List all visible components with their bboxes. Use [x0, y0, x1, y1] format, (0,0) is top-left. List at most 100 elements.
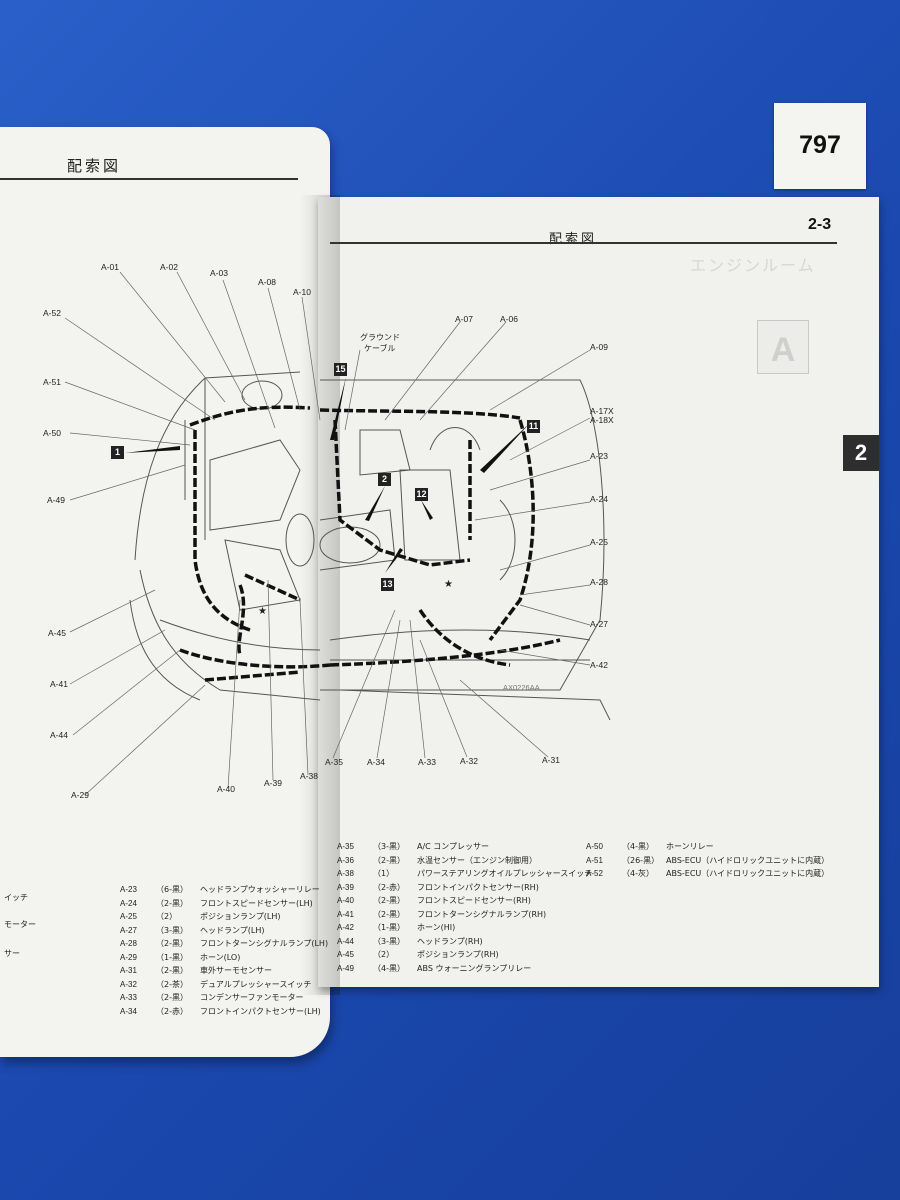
bleed-through-box: A — [757, 320, 809, 374]
legend-row: A-24（2-黒）フロントスピードセンサー(LH) — [118, 897, 330, 911]
number-sticker: 797 — [774, 103, 866, 189]
star-marker-left: ★ — [258, 606, 267, 617]
legend-id: A-28 — [120, 939, 137, 949]
left-page — [0, 127, 330, 1057]
legend-id: A-51 — [586, 855, 603, 865]
sticker-number: 797 — [799, 131, 841, 159]
legend-name: ヘッドランプウォッシャーリレー — [200, 885, 320, 895]
diagram-tag-1: 1 — [111, 446, 124, 459]
callout-a02: A-02 — [160, 262, 178, 272]
diagram-code: AX0226AA — [503, 683, 540, 692]
legend-row: A-31 （2-黒） 車外サーモセンサー — [118, 964, 330, 978]
legend-name: ホーン(LO) — [200, 952, 241, 962]
legend-spec: （26-黒） — [622, 855, 660, 865]
legend-spec: （2-赤） — [156, 1006, 188, 1016]
ground-cable-label-2: ケーブル — [364, 344, 396, 353]
legend-name: 車外サーモセンサー — [200, 966, 272, 976]
callout-a08: A-08 — [258, 277, 276, 287]
legend-id: A-32 — [120, 979, 137, 989]
legend-spec: （3-黒） — [373, 936, 405, 946]
legend-name: フロントターンシグナルランプ(RH) — [417, 909, 547, 919]
legend-spec: （4-黒） — [622, 842, 654, 852]
legend-id: A-36 — [337, 855, 354, 865]
legend-spec: （3-黒） — [156, 925, 188, 935]
callout-a50: A-50 — [43, 428, 61, 438]
legend-row: A-33（2-黒）コンデンサーファンモーター — [118, 991, 330, 1005]
bleed-through-text: エンジンルーム — [690, 256, 816, 275]
callout-a01: A-01 — [101, 262, 119, 272]
callout-a40: A-40 — [217, 784, 235, 794]
right-page-number: 2-3 — [808, 216, 832, 233]
left-fragment-1: イッチ — [4, 893, 28, 902]
legend-name: ポジションランプ(RH) — [417, 950, 499, 960]
callout-a17x: A-17X — [590, 406, 614, 416]
legend-id: A-29 — [120, 952, 137, 962]
legend-row: A-36（2-黒）水温センサー（エンジン制御用） — [335, 854, 594, 868]
callout-a35: A-35 — [325, 757, 343, 767]
legend-name: ホーン(HI) — [417, 923, 456, 933]
callout-a34: A-34 — [367, 757, 385, 767]
callout-a49: A-49 — [47, 495, 65, 505]
legend-row: A-40（2-黒）フロントスピードセンサー(RH) — [335, 894, 594, 908]
legend-id: A-50 — [586, 842, 603, 852]
legend-row: A-52（4-灰）ABS-ECU（ハイドロリックユニットに内蔵） — [584, 867, 831, 881]
callout-a42: A-42 — [590, 660, 608, 670]
callout-a39: A-39 — [264, 778, 282, 788]
legend-name: ヘッドランプ(RH) — [417, 936, 483, 946]
legend-id: A-42 — [337, 923, 354, 933]
legend-spec: （1-黒） — [156, 952, 188, 962]
legend-row: A-42 （1-黒） ホーン(HI) — [335, 921, 594, 935]
legend-spec: （2-黒） — [156, 898, 188, 908]
legend-name: ホーンリレー — [666, 842, 714, 852]
legend-id: A-41 — [337, 909, 354, 919]
left-fragment-3: サー — [4, 949, 20, 958]
legend-row: A-41 （2-黒） フロントターンシグナルランプ(RH) — [335, 908, 594, 922]
legend-spec: （2-黒） — [156, 939, 188, 949]
legend-name: フロントターンシグナルランプ(LH) — [200, 939, 329, 949]
callout-a18x: A-18X — [590, 415, 614, 425]
callout-a23: A-23 — [590, 451, 608, 461]
callout-a51: A-51 — [43, 377, 61, 387]
legend-id: A-33 — [120, 993, 137, 1003]
callout-a09: A-09 — [590, 342, 608, 352]
legend-id: A-31 — [120, 966, 137, 976]
legend-row: A-27（3-黒）ヘッドランプ(LH) — [118, 924, 330, 938]
legend-name: ポジションランプ(LH) — [200, 912, 281, 922]
callout-a06: A-06 — [500, 314, 518, 324]
legend-name: パワーステアリングオイルプレッシャースイッチ — [417, 869, 593, 879]
legend-name: ABS-ECU（ハイドロリックユニットに内蔵） — [666, 869, 830, 879]
callout-a33: A-33 — [418, 757, 436, 767]
diagram-tag-2: 2 — [378, 473, 391, 486]
legend-row: A-34（2-赤）フロントインパクトセンサー(LH) — [118, 1005, 330, 1019]
legend-spec: （2） — [373, 950, 395, 960]
legend-row: A-44 （3-黒） ヘッドランプ(RH) — [335, 935, 594, 949]
legend-spec: （1） — [373, 869, 395, 879]
legend-id: A-40 — [337, 896, 354, 906]
section-tab: 2 — [843, 435, 879, 471]
diagram-tag-11: 11 — [527, 420, 540, 433]
legend-spec: （2-赤） — [373, 882, 405, 892]
legend-row: A-32（2-茶）デュアルプレッシャースイッチ — [118, 978, 330, 992]
legend-id: A-44 — [337, 936, 354, 946]
callout-a24: A-24 — [590, 494, 608, 504]
right-header-rule — [330, 242, 837, 244]
callout-a31: A-31 — [542, 755, 560, 765]
legend-id: A-49 — [337, 963, 354, 973]
legend-spec: （2-黒） — [156, 966, 188, 976]
legend-row: A-23（6-黒）ヘッドランプウォッシャーリレー — [118, 883, 330, 897]
legend-name: ABS-ECU（ハイドロリックユニットに内蔵） — [666, 855, 830, 865]
callout-a29: A-29 — [71, 790, 89, 800]
legend-row: A-39（2-赤）フロントインパクトセンサー(RH) — [335, 881, 594, 895]
legend-id: A-38 — [337, 869, 354, 879]
callout-a41: A-41 — [50, 679, 68, 689]
legend-spec: （2-黒） — [373, 896, 405, 906]
legend-name: デュアルプレッシャースイッチ — [200, 979, 312, 989]
legend-spec: （4-灰） — [622, 869, 654, 879]
legend-spec: （2） — [156, 912, 178, 922]
left-fragment-2: モーター — [4, 920, 36, 929]
legend-spec: （2-黒） — [373, 909, 405, 919]
legend-spec: （1-黒） — [373, 923, 405, 933]
